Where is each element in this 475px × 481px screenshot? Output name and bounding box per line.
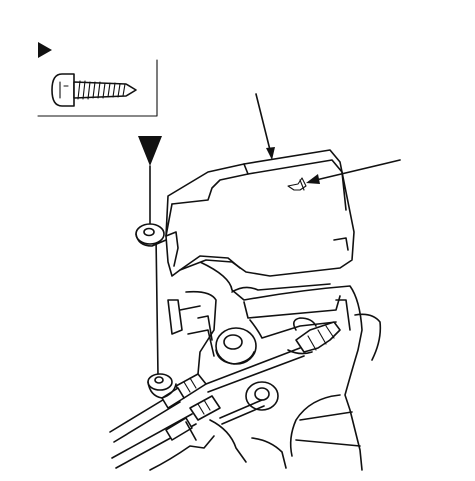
cable-cover [135, 149, 355, 277]
screw-callout [37, 42, 158, 117]
mounting-bracket [167, 261, 382, 471]
clip-leader-line [315, 159, 401, 181]
cover-callout [255, 93, 275, 160]
clip-leader-arrowhead [306, 174, 320, 184]
triangle-right-icon [38, 42, 52, 58]
screw-icon [51, 73, 137, 107]
clip-icon [287, 177, 307, 191]
upper-cable-wire [205, 347, 301, 385]
callout-box-frame [37, 59, 158, 117]
clip-callout [287, 159, 401, 191]
lower-screw-boss [147, 373, 177, 399]
cover-leader-line [255, 93, 271, 151]
lower-cable-wire [219, 399, 263, 419]
cover-leader-arrowhead [266, 147, 275, 160]
triangle-down-icon [138, 136, 162, 166]
cable-guide-boss [245, 381, 279, 411]
actuator-lever [287, 317, 341, 355]
lower-cable-end [189, 395, 221, 421]
cable-assembly [109, 347, 305, 471]
lower-screw-leader [155, 235, 159, 377]
pulley-boss [215, 327, 257, 365]
install-marker [138, 136, 162, 377]
